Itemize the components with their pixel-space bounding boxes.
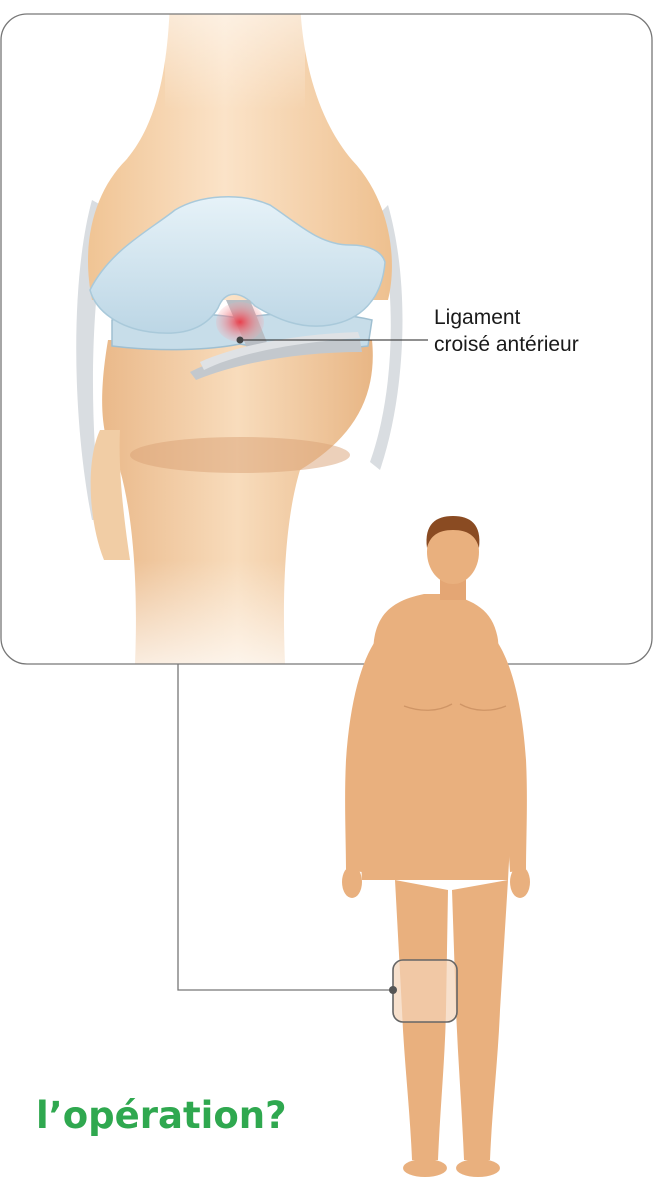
callout-dot bbox=[237, 337, 244, 344]
knee-highlight-box bbox=[393, 960, 457, 1022]
knee-zoom-frame bbox=[76, 0, 410, 664]
connector-dot bbox=[389, 986, 397, 994]
ligament-injury-highlight bbox=[216, 302, 264, 342]
ligament-label-line2: croisé antérieur bbox=[434, 331, 579, 358]
ligament-label-line1: Ligament bbox=[434, 304, 579, 331]
section-heading: l’opération? bbox=[36, 1094, 287, 1137]
ligament-label: Ligament croisé antérieur bbox=[434, 304, 579, 358]
torso bbox=[359, 594, 511, 880]
right-leg bbox=[452, 880, 508, 1160]
